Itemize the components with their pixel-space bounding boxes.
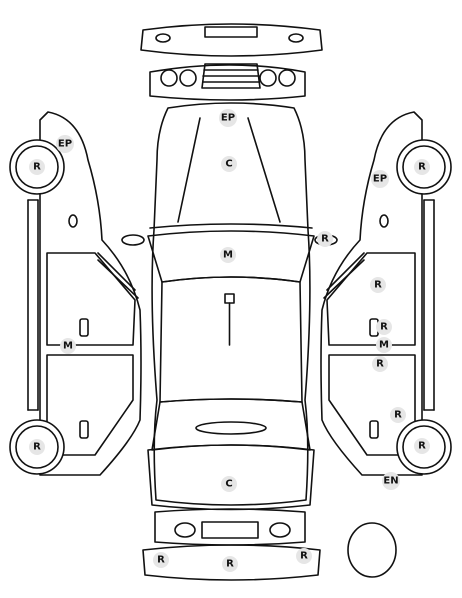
damage-marker-ep-hood[interactable]: EP <box>219 109 237 127</box>
damage-marker-dot <box>372 356 388 372</box>
rear-panel <box>154 508 306 546</box>
damage-marker-label: R <box>380 322 388 333</box>
damage-marker-r-rear-bumper-right[interactable]: R <box>296 548 312 564</box>
damage-marker-c-hood[interactable]: C <box>221 156 237 172</box>
damage-marker-m-left-side[interactable]: M <box>60 338 76 354</box>
damage-marker-label: M <box>379 340 389 351</box>
car-right-side <box>320 111 452 476</box>
damage-marker-label: C <box>225 159 232 170</box>
damage-marker-dot <box>60 338 76 354</box>
damage-marker-dot <box>376 337 392 353</box>
damage-marker-c-trunk[interactable]: C <box>221 476 237 492</box>
front-bumper <box>140 23 323 57</box>
damage-marker-r-right-front-door[interactable]: R <box>370 277 386 293</box>
damage-marker-dot <box>414 159 430 175</box>
damage-marker-label: R <box>418 162 426 173</box>
damage-marker-dot <box>29 159 45 175</box>
damage-marker-dot <box>414 438 430 454</box>
damage-marker-r-front-right-corner[interactable]: R <box>317 231 333 247</box>
damage-marker-dot <box>382 472 400 490</box>
damage-marker-m-windshield[interactable]: M <box>220 247 236 263</box>
damage-marker-r-right-rear-wheel[interactable]: R <box>414 438 430 454</box>
damage-marker-dot <box>317 231 333 247</box>
damage-marker-dot <box>221 156 237 172</box>
damage-marker-r-rear-bumper-left[interactable]: R <box>153 552 169 568</box>
damage-marker-label: EN <box>383 476 398 487</box>
damage-marker-label: EP <box>58 139 72 150</box>
front-grille <box>149 63 306 101</box>
damage-marker-m-right-side[interactable]: M <box>376 337 392 353</box>
damage-marker-label: M <box>223 250 233 261</box>
damage-marker-label: R <box>376 359 384 370</box>
damage-marker-label: EP <box>221 113 235 124</box>
spare-wheel <box>347 522 397 578</box>
damage-marker-dot <box>29 439 45 455</box>
damage-marker-dot <box>153 552 169 568</box>
damage-marker-r-right-mirror-a[interactable]: R <box>376 319 392 335</box>
damage-marker-dot <box>370 277 386 293</box>
damage-marker-r-left-front-wheel[interactable]: R <box>29 159 45 175</box>
damage-marker-dot <box>222 556 238 572</box>
damage-marker-label: R <box>157 555 165 566</box>
damage-marker-dot <box>220 247 236 263</box>
damage-marker-label: C <box>225 479 232 490</box>
damage-marker-r-right-rear-door[interactable]: R <box>390 407 406 423</box>
damage-marker-label: R <box>394 410 402 421</box>
damage-marker-label: EP <box>373 174 387 185</box>
car-left-side <box>9 111 142 476</box>
damage-marker-ep-left-front-fender[interactable]: EP <box>56 135 74 153</box>
damage-marker-label: R <box>374 280 382 291</box>
damage-marker-dot <box>376 319 392 335</box>
damage-marker-label: R <box>300 551 308 562</box>
damage-marker-dot <box>371 170 389 188</box>
damage-marker-dot <box>390 407 406 423</box>
car-top-view <box>121 102 338 511</box>
damage-marker-en-right-rear[interactable]: EN <box>382 472 400 490</box>
damage-marker-label: M <box>63 341 73 352</box>
damage-marker-dot <box>296 548 312 564</box>
rear-bumper <box>142 544 321 581</box>
damage-marker-label: R <box>321 234 329 245</box>
damage-marker-r-rear-bumper-center[interactable]: R <box>222 556 238 572</box>
damage-marker-r-right-front-wheel[interactable]: R <box>414 159 430 175</box>
damage-marker-ep-right-front-fender[interactable]: EP <box>371 170 389 188</box>
damage-marker-dot <box>56 135 74 153</box>
damage-marker-r-right-mirror-b[interactable]: R <box>372 356 388 372</box>
damage-marker-dot <box>219 109 237 127</box>
damage-marker-r-left-rear-wheel[interactable]: R <box>29 439 45 455</box>
damage-marker-dot <box>221 476 237 492</box>
damage-marker-label: R <box>226 559 234 570</box>
damage-marker-label: R <box>33 442 41 453</box>
damage-marker-label: R <box>33 162 41 173</box>
damage-marker-label: R <box>418 441 426 452</box>
